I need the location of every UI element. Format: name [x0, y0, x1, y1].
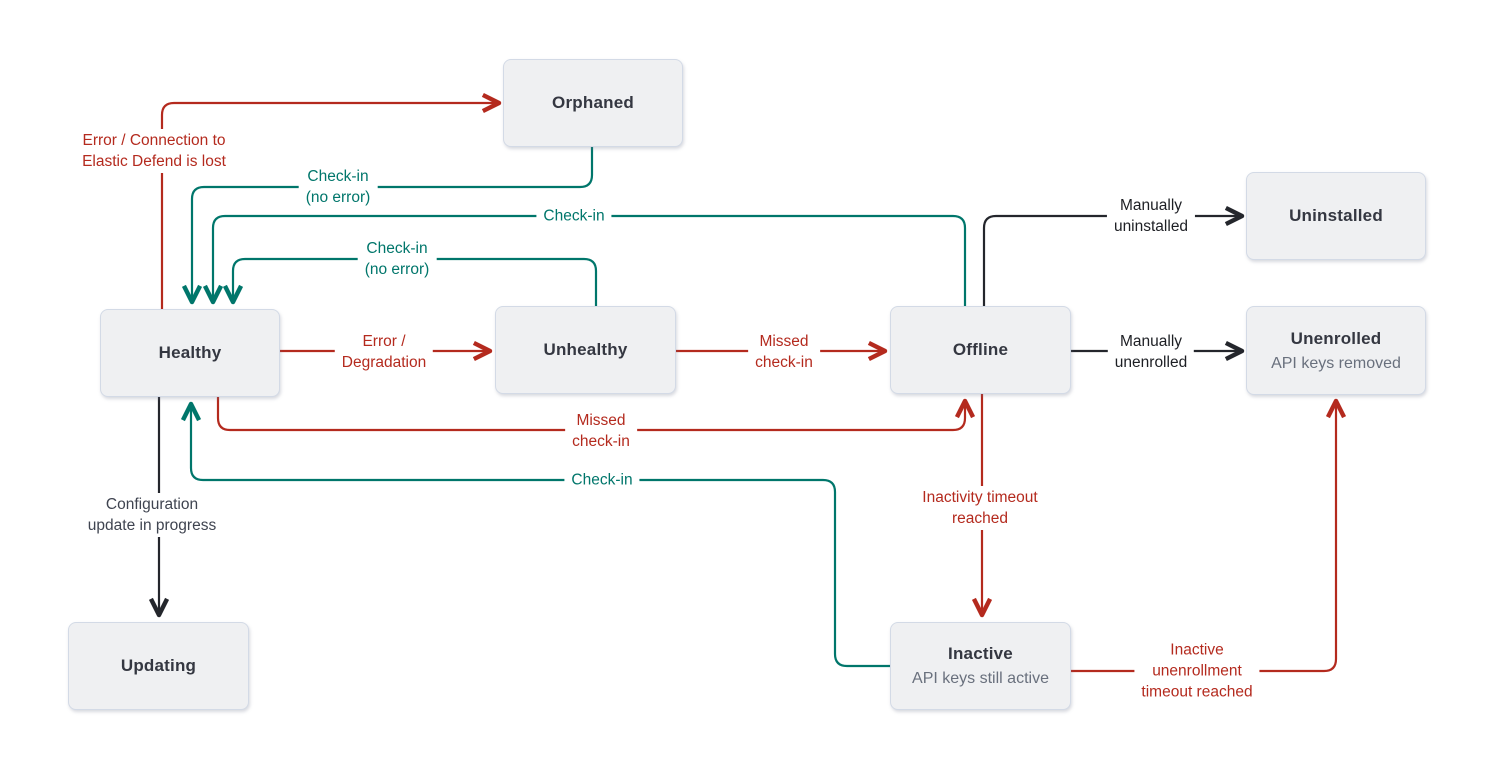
state-box-updating: Updating: [68, 622, 249, 710]
state-title: Inactive: [948, 644, 1013, 663]
edge-label-orphaned-to-healthy: Check-in (no error): [298, 165, 378, 209]
state-box-orphaned: Orphaned: [503, 59, 683, 147]
edge-healthy-to-orphaned: [160, 92, 502, 309]
edge-label-offline-to-uninstalled: Manually uninstalled: [1106, 194, 1196, 238]
state-title: Unhealthy: [543, 340, 628, 359]
edge-label-offline-to-healthy: Check-in: [536, 204, 612, 228]
edge-label-offline-to-unenrolled: Manually unenrolled: [1107, 330, 1195, 374]
state-title: Updating: [120, 656, 197, 675]
edge-label-offline-to-inactive: Inactivity timeout reached: [915, 486, 1045, 530]
state-subtitle: API keys still active: [912, 670, 1049, 687]
state-box-inactive: Inactive API keys still active: [890, 622, 1071, 710]
edge-inactive-to-healthy: [180, 401, 890, 668]
state-box-uninstalled: Uninstalled: [1246, 172, 1426, 260]
state-box-unhealthy: Unhealthy: [495, 306, 676, 394]
edge-inactive-to-unenrolled: [1071, 398, 1347, 673]
edge-label-healthy-to-orphaned: Error / Connection to Elastic Defend is …: [75, 129, 233, 173]
edge-label-unhealthy-to-offline: Missed check-in: [748, 330, 820, 374]
state-box-healthy: Healthy: [100, 309, 280, 397]
state-title: Offline: [952, 340, 1009, 359]
state-box-unenrolled: Unenrolled API keys removed: [1246, 306, 1426, 395]
edge-label-unhealthy-to-healthy: Check-in (no error): [357, 237, 437, 281]
edge-offline-to-uninstalled: [982, 205, 1245, 306]
edge-label-inactive-to-unenrolled: Inactive unenrollment timeout reached: [1134, 638, 1260, 704]
edge-label-healthy-to-updating: Configuration update in progress: [80, 493, 224, 537]
edge-orphaned-to-healthy: [181, 147, 594, 305]
edge-offline-to-healthy: [202, 214, 967, 306]
edge-label-healthy-to-unhealthy: Error / Degradation: [334, 330, 434, 374]
edge-label-healthy-to-offline: Missed check-in: [565, 409, 637, 453]
state-box-offline: Offline: [890, 306, 1071, 394]
state-subtitle: API keys removed: [1271, 354, 1401, 372]
state-title: Orphaned: [552, 93, 634, 112]
edge-label-inactive-to-healthy: Check-in: [564, 468, 640, 492]
state-title: Unenrolled: [1290, 328, 1382, 348]
state-title: Healthy: [158, 343, 222, 362]
state-title: Uninstalled: [1289, 206, 1383, 225]
